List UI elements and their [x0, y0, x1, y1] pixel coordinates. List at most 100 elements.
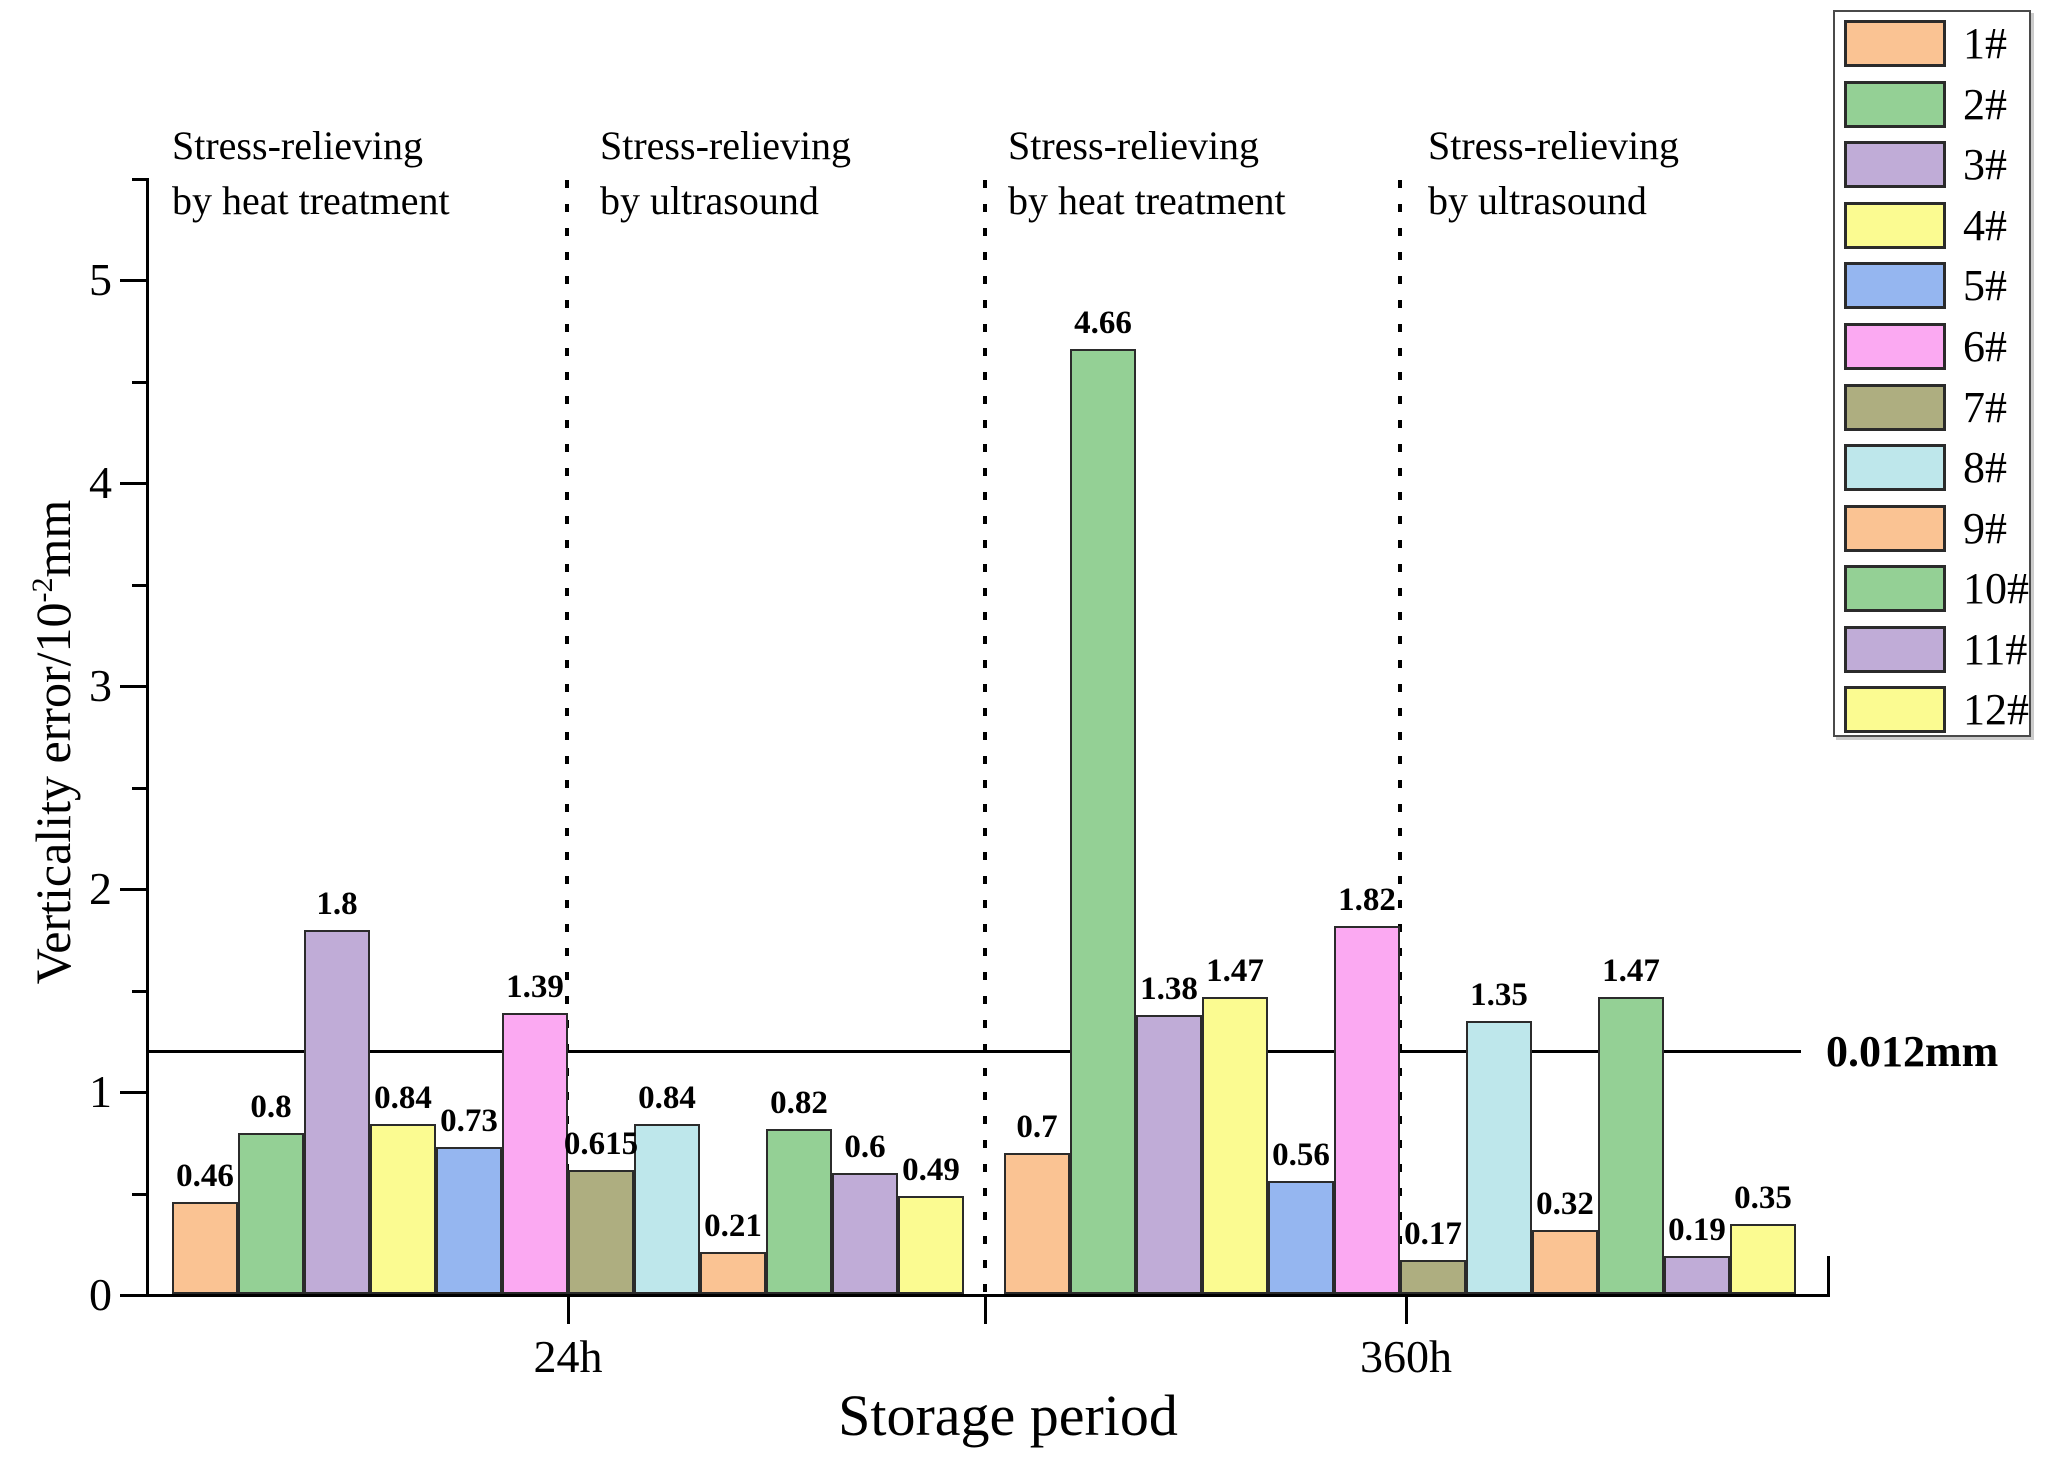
y-axis-title-unit: mm [24, 499, 81, 578]
bar [1730, 1223, 1796, 1294]
legend-item: 1# [1835, 16, 2029, 77]
section-separator-line [1398, 180, 1402, 1294]
x-axis-line [146, 1294, 1830, 1297]
bar-value-label: 1.82 [1338, 881, 1396, 918]
section-label-line2: by ultrasound [600, 178, 819, 223]
y-axis-title-main: Verticality error/10 [24, 602, 81, 985]
bar-value-label: 0.19 [1668, 1212, 1726, 1249]
legend-label: 10# [1963, 564, 2029, 614]
legend-label: 1# [1963, 19, 2007, 68]
legend-label: 11# [1963, 624, 2028, 674]
y-axis-title-exponent: -2 [26, 577, 60, 603]
bar-value-label: 0.35 [1734, 1179, 1792, 1216]
bar-value-label: 1.38 [1140, 970, 1198, 1007]
y-minor-tick [132, 786, 146, 790]
bar [1136, 1014, 1202, 1294]
bar [1070, 349, 1136, 1294]
section-label-line1: Stress-relieving [172, 123, 424, 168]
bar-value-label: 0.17 [1404, 1216, 1462, 1253]
legend-item: 2# [1835, 77, 2029, 138]
bar-value-label: 1.35 [1470, 976, 1528, 1013]
legend-label: 9# [1963, 503, 2007, 553]
bar [304, 929, 370, 1294]
legend-item: 3# [1835, 137, 2029, 198]
bar-value-label: 0.21 [704, 1208, 762, 1245]
y-axis-title: Verticality error/10-2mm [17, 499, 81, 985]
legend-swatch [1844, 201, 1946, 249]
legend-swatch [1844, 444, 1946, 492]
y-major-tick [120, 1091, 146, 1094]
legend-item: 11# [1835, 622, 2029, 683]
section-label: Stress-relieving by heat treatment [1008, 118, 1286, 228]
bar [766, 1128, 832, 1294]
legend-item: 6# [1835, 319, 2029, 380]
legend-swatch [1844, 262, 1946, 310]
section-label-line2: by ultrasound [1428, 178, 1647, 223]
bar [1268, 1181, 1334, 1294]
x-axis-right-stub [1827, 1256, 1830, 1297]
section-label-line1: Stress-relieving [1428, 123, 1680, 168]
y-major-tick [120, 888, 146, 891]
bar-value-label: 0.6 [844, 1129, 886, 1166]
y-tick-label: 5 [89, 254, 112, 305]
section-label: Stress-relieving by ultrasound [1428, 118, 1679, 228]
bar-value-label: 0.73 [440, 1102, 498, 1139]
bar [1466, 1020, 1532, 1294]
y-major-tick [120, 685, 146, 688]
bar [1004, 1152, 1070, 1294]
x-tick [567, 1294, 570, 1324]
legend-swatch [1844, 20, 1946, 67]
bar [634, 1124, 700, 1294]
x-tick-label: 360h [1360, 1331, 1452, 1382]
legend-swatch [1844, 565, 1946, 613]
legend-item: 7# [1835, 380, 2029, 441]
bar [832, 1173, 898, 1294]
y-major-tick [120, 279, 146, 282]
bar [1532, 1230, 1598, 1294]
y-tick-label: 4 [89, 457, 112, 508]
legend-label: 5# [1963, 261, 2007, 311]
y-tick-label: 1 [89, 1066, 112, 1117]
legend-label: 2# [1963, 79, 2007, 129]
legend-swatch [1844, 80, 1946, 128]
legend-swatch [1844, 141, 1946, 189]
bar-value-label: 1.39 [506, 968, 564, 1005]
y-minor-tick [132, 989, 146, 993]
bar [700, 1252, 766, 1294]
section-label-line2: by heat treatment [172, 178, 450, 223]
section-separator-line [983, 180, 987, 1294]
section-label-line1: Stress-relieving [1008, 123, 1260, 168]
bar [1598, 996, 1664, 1294]
y-tick-label: 3 [89, 660, 112, 711]
legend-swatch [1844, 625, 1946, 673]
bar-value-label: 0.84 [374, 1080, 432, 1117]
y-tick-label: 2 [89, 863, 112, 914]
bar [238, 1132, 304, 1294]
legend-item: 12# [1835, 682, 2029, 743]
bar [502, 1012, 568, 1294]
section-label-line2: by heat treatment [1008, 178, 1286, 223]
y-tick-label: 0 [89, 1269, 112, 1320]
y-minor-tick [132, 1192, 146, 1196]
bar [1334, 925, 1400, 1294]
bar [1202, 996, 1268, 1294]
legend-label: 7# [1963, 382, 2007, 432]
section-label: Stress-relieving by heat treatment [172, 118, 450, 228]
bar [898, 1195, 964, 1294]
bar-value-label: 1.47 [1206, 952, 1264, 989]
bar-value-label: 1.47 [1602, 952, 1660, 989]
legend-label: 3# [1963, 140, 2007, 190]
y-minor-tick [132, 583, 146, 587]
legend-label: 4# [1963, 200, 2007, 250]
bar [568, 1170, 634, 1294]
bar [1664, 1256, 1730, 1294]
legend-swatch [1844, 322, 1946, 370]
y-minor-tick [132, 177, 146, 181]
x-tick [1405, 1294, 1408, 1324]
bar [436, 1146, 502, 1294]
y-major-tick [120, 482, 146, 485]
bar [172, 1201, 238, 1294]
section-separator-line [565, 180, 569, 1294]
y-major-tick [120, 1294, 146, 1297]
